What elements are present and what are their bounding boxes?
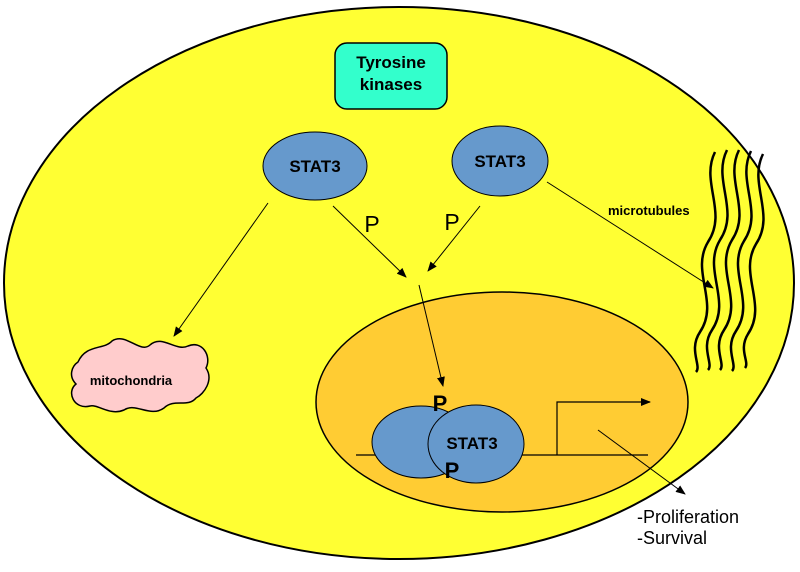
stat3-dimer-right-monomer	[427, 404, 525, 484]
arrow-left-stat3-to-convergence	[332, 205, 407, 278]
arrow-right-stat3-to-convergence	[427, 205, 481, 272]
microtubules-label: microtubules	[608, 203, 690, 218]
transcription-start-arrow	[556, 398, 651, 455]
outcome-proliferation: -Proliferation	[637, 507, 739, 527]
tyrosine-kinases-box: Tyrosine kinases	[334, 42, 448, 110]
mitochondria: mitochondria	[70, 338, 210, 413]
arrow-to-mitochondria	[173, 202, 269, 337]
phosphate-left-label: P	[364, 211, 379, 237]
stat3-right-label: STAT3	[474, 152, 525, 171]
microtubules-bundle	[693, 149, 765, 373]
phosphate-dimer-top-label: P	[433, 391, 448, 416]
outcome-survival: -Survival	[637, 528, 707, 548]
arrow-to-outcomes	[597, 429, 686, 495]
stat3-dimer: STAT3	[371, 404, 525, 484]
arrow-to-nucleus	[418, 284, 445, 387]
arrow-to-microtubules	[546, 181, 714, 289]
mitochondria-label: mitochondria	[90, 373, 173, 388]
stat3-left-node: STAT3	[262, 131, 368, 201]
tyrosine-kinases-label-line2: kinases	[360, 75, 422, 94]
stat3-right-node: STAT3	[451, 125, 549, 197]
phosphate-right-label: P	[444, 209, 459, 235]
phosphate-dimer-bottom-label: P	[445, 458, 460, 483]
stat3-left-label: STAT3	[289, 157, 340, 176]
stat3-dimer-label: STAT3	[446, 434, 497, 453]
tyrosine-kinases-label-line1: Tyrosine	[356, 53, 426, 72]
